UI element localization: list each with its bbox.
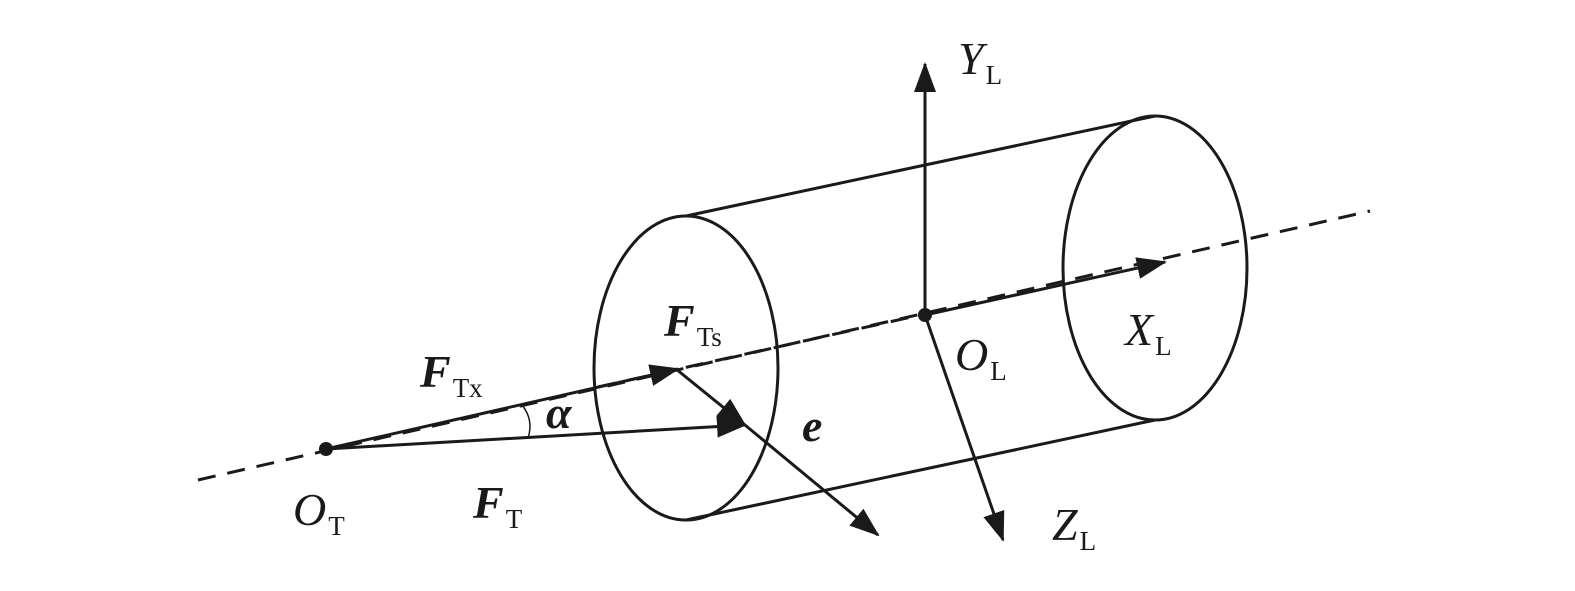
angle-arc [521, 404, 531, 439]
force-tx-arrow [325, 364, 680, 451]
cylinder-top-edge [685, 114, 1156, 218]
cylinder [592, 114, 1249, 522]
origin-l-label: OL [955, 329, 1007, 386]
force-ts-label: FTs [663, 295, 722, 352]
force-t-label: FT [472, 477, 523, 534]
angle-label: α [546, 387, 573, 438]
force-t-arrow [325, 415, 747, 451]
origin-l-dot [918, 308, 932, 322]
origin-t-label: OT [293, 484, 345, 541]
eccentricity-label: e [802, 400, 822, 451]
z-axis-arrow [923, 314, 1005, 542]
force-tx-label: FTx [419, 346, 483, 403]
x-axis-label: XL [1123, 304, 1172, 361]
eccentricity-arrow [744, 423, 880, 537]
y-axis-label: YL [958, 33, 1002, 90]
force-ts-arrow [675, 367, 747, 427]
origin-t-dot [319, 442, 333, 456]
cylinder-back-face [1061, 114, 1249, 422]
x-axis-arrow [924, 257, 1167, 317]
z-axis-label: ZL [1052, 499, 1096, 556]
centre-axis-over-face [597, 312, 926, 389]
cylinder-bottom-edge [685, 418, 1156, 522]
